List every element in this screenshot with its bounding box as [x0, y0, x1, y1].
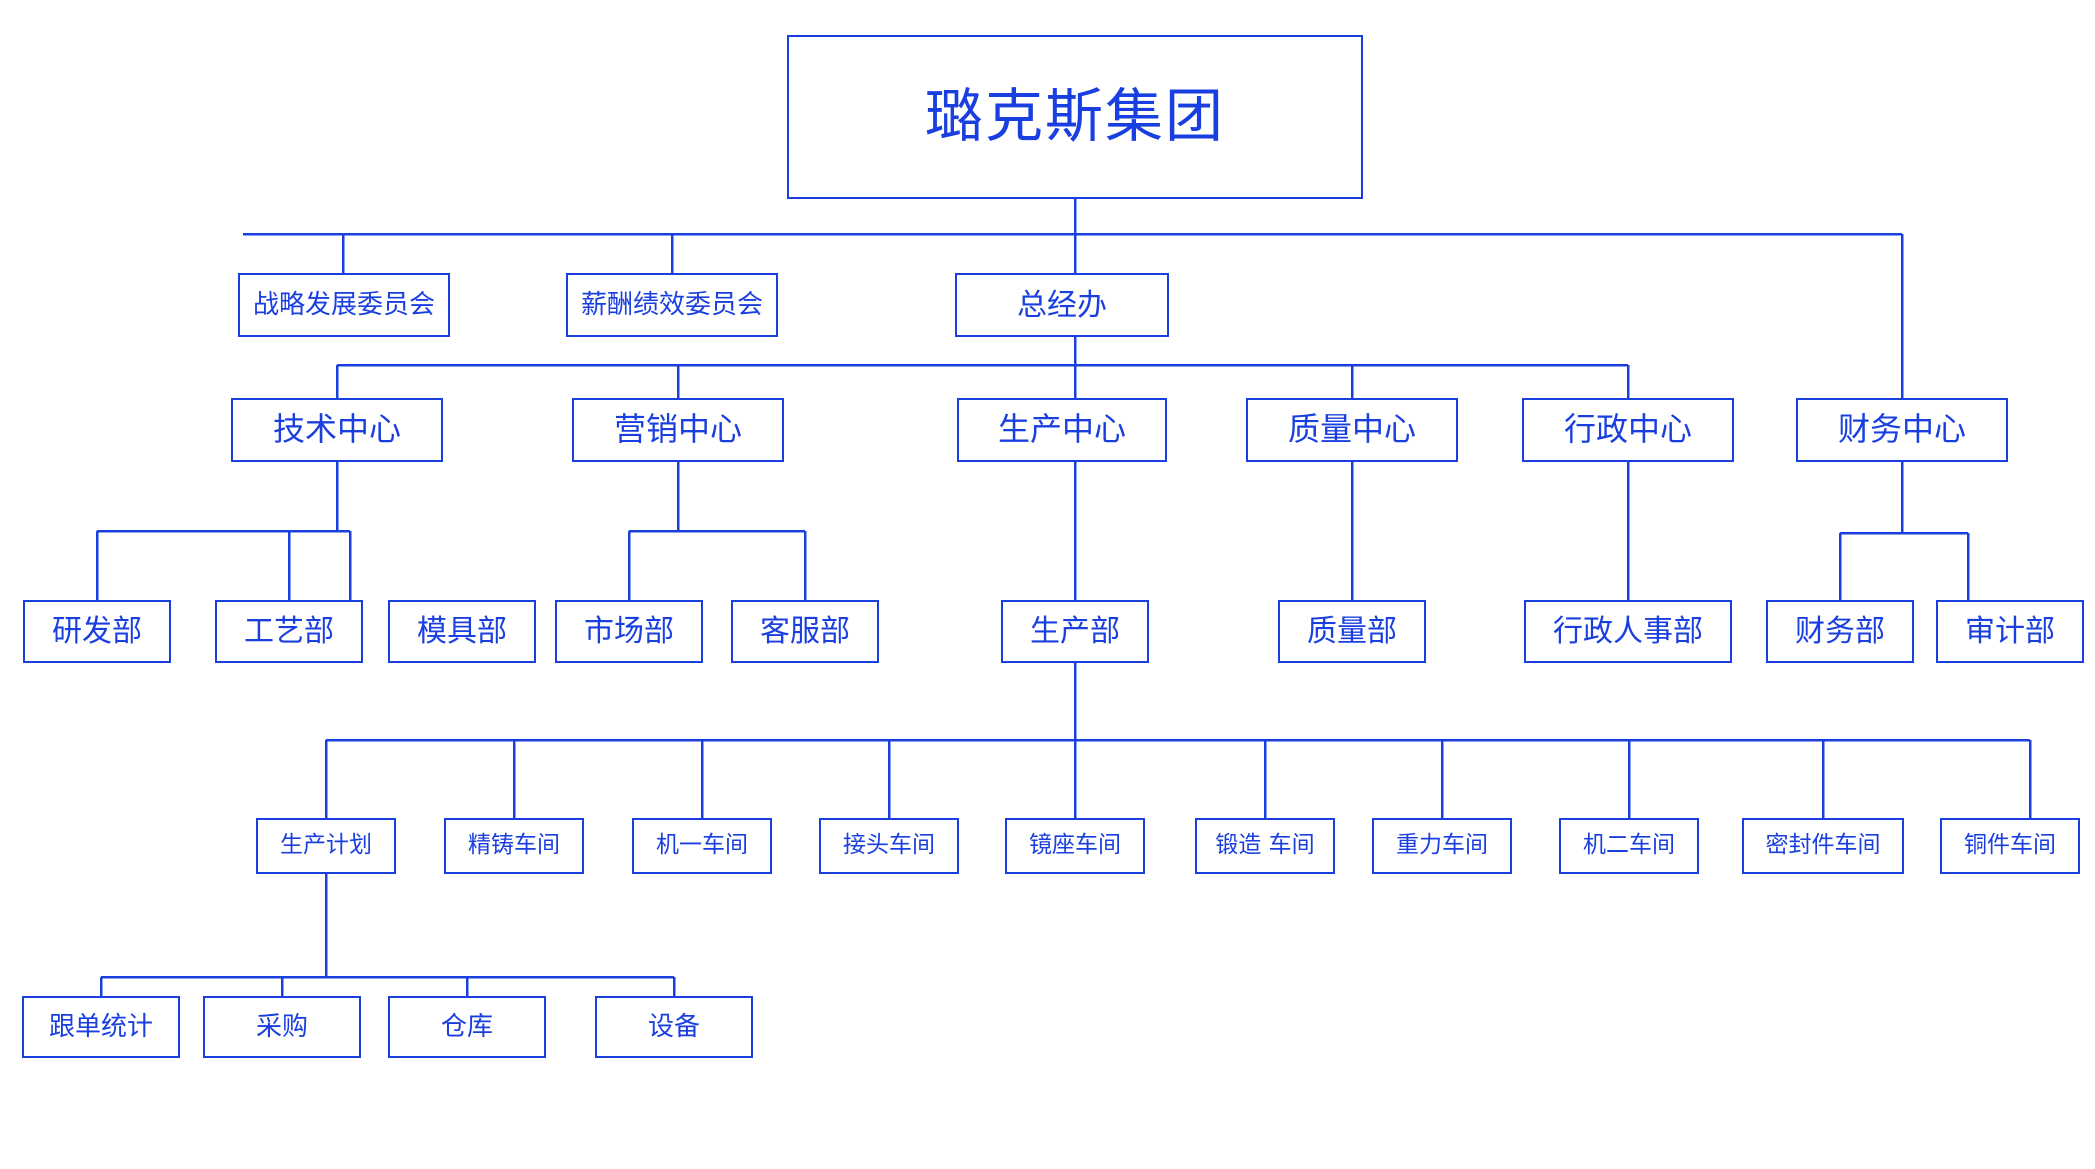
node-dept-production[interactable]: 生产部 [1001, 600, 1149, 663]
node-center-administration-label: 行政中心 [1563, 410, 1692, 449]
node-dept-market[interactable]: 市场部 [555, 600, 703, 663]
node-workshop-joint[interactable]: 接头车间 [819, 818, 959, 874]
node-center-quality-label: 质量中心 [1287, 410, 1416, 449]
node-workshop-mirror-base-label: 镜座车间 [1029, 832, 1121, 859]
node-workshop-sealing-parts-label: 密封件车间 [1765, 832, 1881, 859]
node-dept-rd-label: 研发部 [52, 614, 142, 649]
node-dept-customer-service[interactable]: 客服部 [731, 600, 879, 663]
node-root[interactable]: 璐克斯集团 [787, 35, 1363, 199]
node-workshop-production-planning-label: 生产计划 [280, 832, 372, 859]
node-workshop-sealing-parts[interactable]: 密封件车间 [1742, 818, 1904, 874]
node-center-marketing-label: 营销中心 [613, 410, 742, 449]
node-dept-mold[interactable]: 模具部 [388, 600, 536, 663]
node-dept-process-label: 工艺部 [244, 614, 334, 649]
node-workshop-production-planning[interactable]: 生产计划 [256, 818, 396, 874]
node-workshop-copper-parts-label: 铜件车间 [1964, 832, 2056, 859]
node-center-administration[interactable]: 行政中心 [1522, 398, 1734, 462]
node-workshop-gravity-label: 重力车间 [1396, 832, 1488, 859]
node-unit-purchasing[interactable]: 采购 [203, 996, 361, 1058]
node-workshop-machining-one-label: 机一车间 [656, 832, 748, 859]
node-center-technology[interactable]: 技术中心 [231, 398, 443, 462]
node-workshop-machining-two-label: 机二车间 [1583, 832, 1675, 859]
node-dept-production-label: 生产部 [1030, 614, 1120, 649]
node-committee-strategy[interactable]: 战略发展委员会 [238, 273, 450, 337]
node-dept-customer-service-label: 客服部 [760, 614, 850, 649]
node-unit-warehouse[interactable]: 仓库 [388, 996, 546, 1058]
node-workshop-machining-two[interactable]: 机二车间 [1559, 818, 1699, 874]
node-committee-compensation[interactable]: 薪酬绩效委员会 [566, 273, 778, 337]
node-dept-audit-label: 审计部 [1965, 614, 2055, 649]
node-unit-equipment[interactable]: 设备 [595, 996, 753, 1058]
node-workshop-mirror-base[interactable]: 镜座车间 [1005, 818, 1145, 874]
node-unit-order-tracking-label: 跟单统计 [48, 1011, 153, 1042]
node-committee-strategy-label: 战略发展委员会 [252, 289, 435, 320]
node-dept-admin-hr-label: 行政人事部 [1553, 614, 1703, 649]
node-dept-rd[interactable]: 研发部 [23, 600, 171, 663]
node-unit-equipment-label: 设备 [647, 1011, 700, 1042]
node-center-production-label: 生产中心 [997, 410, 1126, 449]
node-workshop-precision-casting-label: 精铸车间 [468, 832, 560, 859]
node-workshop-joint-label: 接头车间 [843, 832, 935, 859]
node-workshop-precision-casting[interactable]: 精铸车间 [444, 818, 584, 874]
node-workshop-gravity[interactable]: 重力车间 [1372, 818, 1512, 874]
node-dept-mold-label: 模具部 [417, 614, 507, 649]
node-general-manager-office[interactable]: 总经办 [955, 273, 1169, 337]
node-dept-quality[interactable]: 质量部 [1278, 600, 1426, 663]
node-workshop-forging[interactable]: 锻造 车间 [1195, 818, 1335, 874]
node-center-marketing[interactable]: 营销中心 [572, 398, 784, 462]
node-workshop-forging-label: 锻造 车间 [1215, 832, 1315, 859]
node-dept-process[interactable]: 工艺部 [215, 600, 363, 663]
node-root-label: 璐克斯集团 [924, 82, 1225, 151]
node-center-finance-label: 财务中心 [1837, 410, 1966, 449]
node-dept-quality-label: 质量部 [1307, 614, 1397, 649]
node-unit-order-tracking[interactable]: 跟单统计 [22, 996, 180, 1058]
node-dept-market-label: 市场部 [584, 614, 674, 649]
node-dept-admin-hr[interactable]: 行政人事部 [1524, 600, 1732, 663]
node-general-manager-office-label: 总经办 [1017, 287, 1107, 323]
node-unit-purchasing-label: 采购 [255, 1011, 308, 1042]
node-dept-audit[interactable]: 审计部 [1936, 600, 2084, 663]
node-dept-finance-label: 财务部 [1795, 614, 1885, 649]
node-center-technology-label: 技术中心 [272, 410, 401, 449]
node-center-production[interactable]: 生产中心 [957, 398, 1167, 462]
node-unit-warehouse-label: 仓库 [440, 1011, 493, 1042]
node-committee-compensation-label: 薪酬绩效委员会 [580, 289, 763, 320]
node-dept-finance[interactable]: 财务部 [1766, 600, 1914, 663]
node-center-finance[interactable]: 财务中心 [1796, 398, 2008, 462]
node-center-quality[interactable]: 质量中心 [1246, 398, 1458, 462]
node-workshop-machining-one[interactable]: 机一车间 [632, 818, 772, 874]
node-workshop-copper-parts[interactable]: 铜件车间 [1940, 818, 2080, 874]
